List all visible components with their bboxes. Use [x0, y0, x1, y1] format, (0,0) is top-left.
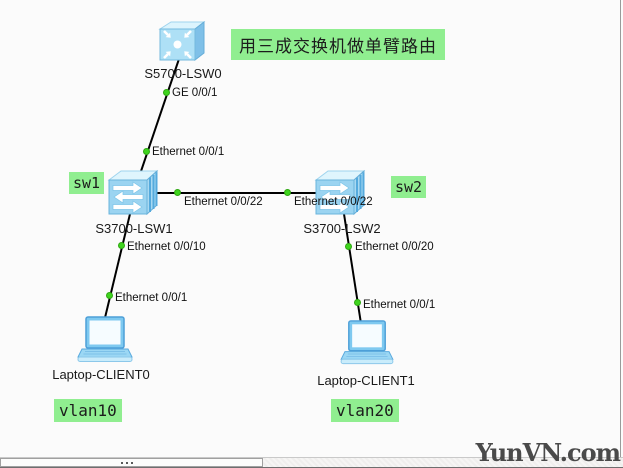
- port-dot-lsw1-eth22: [174, 189, 181, 196]
- link-lsw0-lsw1[interactable]: [135, 55, 181, 187]
- horizontal-scrollbar-thumb[interactable]: [0, 458, 263, 467]
- port-label-lsw2-eth22: Ethernet 0/0/22: [294, 196, 373, 208]
- laptop-icon-client0[interactable]: [77, 316, 133, 364]
- link-lsw1-client0[interactable]: [102, 213, 131, 327]
- tag-vlan20[interactable]: vlan20: [331, 399, 399, 422]
- port-dot-client0-eth1: [106, 292, 113, 299]
- port-dot-lsw2-eth22: [284, 189, 291, 196]
- device-name-client1: Laptop-CLIENT1: [317, 373, 415, 388]
- s5700-switch-icon[interactable]: [158, 20, 206, 62]
- canvas-border: [620, 0, 621, 457]
- device-name-lsw1: S3700-LSW1: [95, 221, 173, 236]
- tag-vlan10[interactable]: vlan10: [54, 399, 122, 422]
- scrollbar-grip-icon: [121, 462, 133, 464]
- port-label-client1-eth1: Ethernet 0/0/1: [363, 299, 436, 311]
- port-dot-lsw2-eth20: [345, 243, 352, 250]
- port-dot-lsw1-eth10: [118, 242, 125, 249]
- port-label-client0-eth1: Ethernet 0/0/1: [115, 292, 188, 304]
- port-label-lsw0-ge1: GE 0/0/1: [172, 87, 218, 99]
- port-label-lsw1-eth22: Ethernet 0/0/22: [184, 196, 263, 208]
- port-dot-lsw0-ge1: [163, 89, 170, 96]
- links-layer: [102, 55, 363, 331]
- tag-sw2[interactable]: sw2: [391, 176, 427, 198]
- tag-sw1[interactable]: sw1: [69, 172, 105, 194]
- port-dot-lsw1-eth1: [143, 148, 150, 155]
- port-dot-client1-eth1: [354, 299, 361, 306]
- device-name-lsw2: S3700-LSW2: [303, 221, 381, 236]
- watermark: YunVN.com: [475, 438, 621, 467]
- s3700-switch-icon-lsw1[interactable]: [107, 169, 161, 219]
- device-name-client0: Laptop-CLIENT0: [52, 367, 150, 382]
- s3700-switch-icon-lsw2[interactable]: [314, 169, 368, 219]
- device-name-lsw0: S5700-LSW0: [144, 66, 222, 81]
- port-label-lsw1-eth10: Ethernet 0/0/10: [127, 241, 206, 253]
- topology-canvas[interactable]: S5700-LSW0 S3700-LSW1: [0, 0, 623, 457]
- title-note[interactable]: 用三成交换机做单臂路由: [231, 29, 445, 60]
- laptop-icon-client1[interactable]: [340, 320, 394, 366]
- port-label-lsw1-eth1: Ethernet 0/0/1: [152, 146, 225, 158]
- link-lsw2-client1[interactable]: [343, 213, 363, 331]
- port-label-lsw2-eth20: Ethernet 0/0/20: [355, 241, 434, 253]
